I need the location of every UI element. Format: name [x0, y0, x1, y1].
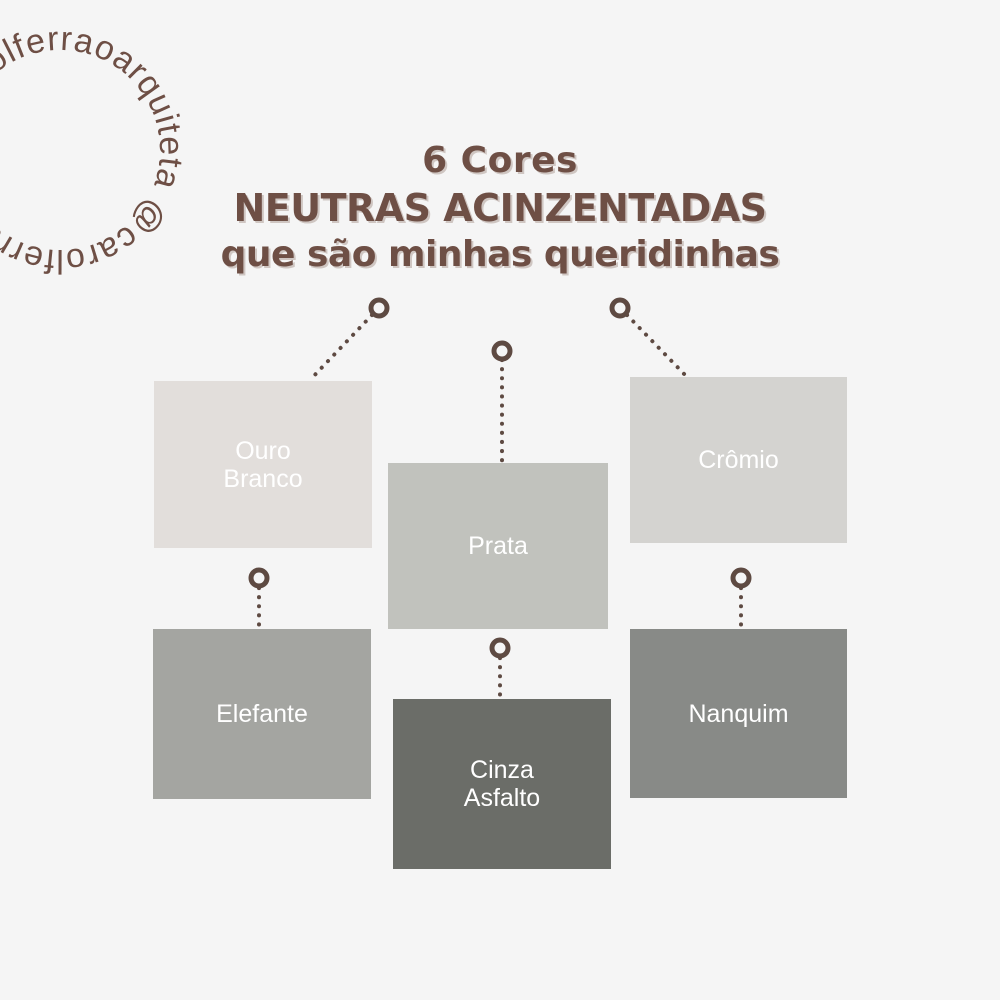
connector-ouro-branco: [308, 313, 374, 382]
swatch-ouro-branco: Ouro Branco: [154, 381, 372, 548]
swatch-label-line: Ouro: [235, 436, 291, 465]
pin-ring-icon: [368, 297, 390, 319]
swatch-label-line: Elefante: [216, 700, 308, 728]
swatch-nanquim: Nanquim: [630, 629, 847, 798]
swatch-label-line: Nanquim: [688, 699, 789, 728]
swatch-elefante: Elefante: [153, 629, 371, 799]
pin-ring-icon: [489, 637, 511, 659]
pin-ring-icon: [248, 567, 270, 589]
swatch-prata: Prata: [388, 463, 608, 629]
pin-ring-icon: [730, 567, 752, 589]
swatch-label-line: Cinza: [470, 756, 534, 784]
swatch-label-line: Crômio: [698, 446, 779, 474]
swatch-label-line: Asfalto: [463, 784, 541, 812]
pin-ring-icon: [609, 297, 631, 319]
title-line-1: 6 Cores: [422, 140, 578, 181]
swatch-cinza-asfalto: Cinza Asfalto: [393, 699, 611, 869]
connector-cromio: [625, 313, 690, 380]
title-line-2: NEUTRAS ACINZENTADAS: [233, 186, 767, 230]
pin-ring-icon: [491, 340, 513, 362]
swatch-label-line: Prata: [468, 532, 528, 560]
handle-stamp: @carolferraoarquiteta @carolferraoarquit…: [0, 0, 189, 280]
title-line-3: que são minhas queridinhas: [220, 234, 780, 275]
swatch-cromio: Crômio: [630, 377, 847, 543]
swatch-label-line: Branco: [223, 464, 303, 493]
